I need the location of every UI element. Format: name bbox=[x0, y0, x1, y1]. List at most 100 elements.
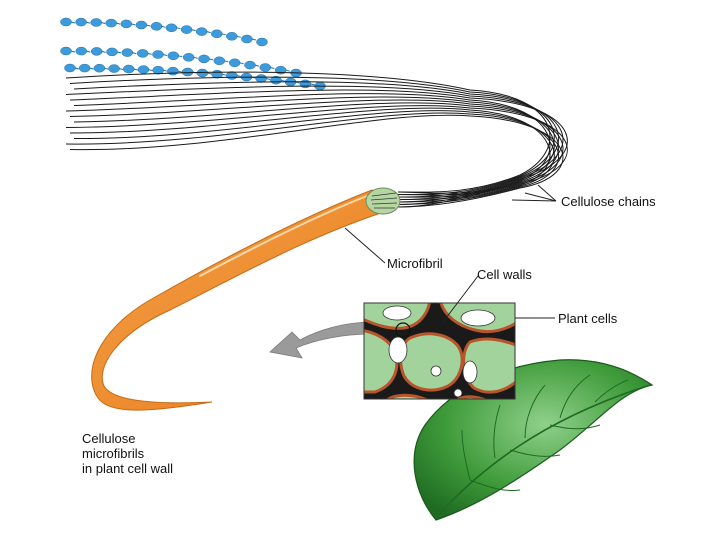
glycosidic-bond bbox=[177, 70, 183, 73]
cellulose-chain-strand bbox=[73, 81, 560, 198]
glycosidic-bond bbox=[161, 25, 166, 28]
glucose-unit bbox=[256, 37, 268, 47]
glycosidic-bond bbox=[280, 79, 286, 82]
glycosidic-bond bbox=[236, 35, 241, 38]
glycosidic-bond bbox=[133, 68, 138, 71]
glycosidic-bond bbox=[131, 23, 136, 26]
leader-cellulose-chains bbox=[511, 199, 557, 202]
vacuole bbox=[430, 365, 442, 377]
glucose-unit bbox=[60, 46, 72, 56]
glucose-unit bbox=[167, 66, 179, 76]
glycosidic-bond bbox=[266, 78, 271, 80]
label-cell-walls: Cell walls bbox=[477, 267, 532, 282]
glucose-unit bbox=[181, 67, 194, 77]
glucose-unit bbox=[228, 58, 241, 68]
glucose-unit bbox=[105, 18, 117, 28]
cellulose-chain-strands bbox=[65, 71, 568, 208]
glycosidic-bond bbox=[285, 69, 290, 72]
glucose-unit bbox=[75, 46, 88, 56]
glucose-unit bbox=[93, 63, 106, 73]
glycosidic-bond bbox=[224, 60, 229, 63]
vacuole bbox=[460, 309, 496, 327]
glucose-unit bbox=[167, 51, 180, 61]
glycosidic-bond bbox=[86, 50, 91, 53]
glucose-unit bbox=[60, 17, 72, 27]
label-plant-cells: Plant cells bbox=[558, 311, 618, 326]
glucose-unit bbox=[165, 23, 178, 33]
cellulose-chain-strand bbox=[69, 107, 551, 201]
glucose-unit bbox=[108, 64, 120, 73]
glucose-unit bbox=[198, 54, 210, 64]
leader-cellulose-chains bbox=[524, 192, 557, 202]
glycosidic-bond bbox=[193, 56, 198, 59]
figure-caption: Cellulose microfibrils in plant cell wal… bbox=[82, 431, 173, 476]
cellulose-chain-strand bbox=[69, 76, 555, 196]
glucose-unit bbox=[241, 34, 253, 44]
plant-cell bbox=[385, 393, 429, 399]
glycosidic-bond bbox=[70, 50, 76, 53]
glucose-unit bbox=[182, 53, 195, 62]
glycosidic-bond bbox=[207, 72, 212, 75]
glucose-unit bbox=[299, 79, 312, 89]
glycosidic-bond bbox=[104, 67, 109, 70]
glycosidic-bond bbox=[89, 67, 94, 70]
glucose-unit bbox=[120, 19, 133, 29]
glucose-unit bbox=[244, 60, 256, 70]
vacuole bbox=[462, 360, 478, 384]
leader-lines bbox=[344, 184, 557, 323]
glucose-unit bbox=[136, 49, 149, 58]
microfibril-body bbox=[91, 189, 398, 411]
glucose-unit bbox=[150, 22, 163, 31]
leader-cellulose-chains bbox=[537, 184, 557, 202]
glucose-unit bbox=[213, 56, 226, 66]
glycosidic-bond bbox=[147, 52, 152, 55]
glucose-unit bbox=[195, 27, 208, 36]
glycosidic-bond bbox=[236, 75, 241, 77]
leaf-midrib bbox=[437, 384, 651, 516]
plant-cell bbox=[456, 395, 487, 399]
caption-line: Cellulose bbox=[82, 431, 136, 446]
glycosidic-bond bbox=[270, 67, 275, 69]
leaf bbox=[413, 359, 654, 521]
cellulose-chain-strand bbox=[73, 102, 564, 196]
glycosidic-bond bbox=[132, 52, 137, 55]
glucose-unit bbox=[90, 47, 103, 56]
vacuole bbox=[382, 305, 412, 321]
glycosidic-bond bbox=[74, 67, 80, 70]
cellulose-chain-strand bbox=[69, 114, 564, 208]
glucose-unit bbox=[152, 50, 164, 59]
glycosidic-bond bbox=[254, 64, 260, 67]
leader-cell-walls bbox=[442, 275, 479, 323]
glucose-unit bbox=[211, 29, 223, 39]
glycosidic-bond bbox=[118, 68, 124, 71]
glucose-unit bbox=[226, 32, 238, 41]
glycosidic-bond bbox=[208, 58, 214, 61]
microfibril-tip-strands bbox=[370, 192, 398, 209]
magnified-region-marker bbox=[395, 322, 411, 338]
glucose-unit bbox=[137, 65, 150, 74]
plant-cell bbox=[399, 332, 464, 392]
cellulose-chain-strand bbox=[65, 105, 568, 198]
glycosidic-bond bbox=[178, 55, 183, 58]
cellulose-chain-strand bbox=[73, 110, 555, 203]
glycosidic-bond bbox=[162, 54, 168, 56]
cellulose-chain-strand bbox=[65, 112, 560, 205]
glycosidic-bond bbox=[116, 22, 121, 25]
glucose-unit bbox=[78, 63, 91, 73]
glycosidic-bond bbox=[206, 31, 211, 34]
glucose-unit bbox=[75, 17, 87, 27]
glycosidic-bond bbox=[148, 69, 153, 72]
glycosidic-bond bbox=[221, 33, 226, 36]
vacuole bbox=[388, 336, 408, 364]
vacuole bbox=[453, 388, 463, 398]
glucose-unit bbox=[180, 25, 193, 34]
glucose-unit bbox=[196, 68, 209, 78]
cellulose-chain-molecules bbox=[60, 17, 326, 91]
caption-line: microfibrils bbox=[82, 446, 145, 461]
glycosidic-bond bbox=[310, 83, 315, 86]
glycosidic-bond bbox=[116, 51, 122, 54]
microfibril bbox=[91, 187, 401, 411]
plant-cells-inset bbox=[363, 302, 516, 400]
leaf-veins bbox=[461, 374, 629, 491]
